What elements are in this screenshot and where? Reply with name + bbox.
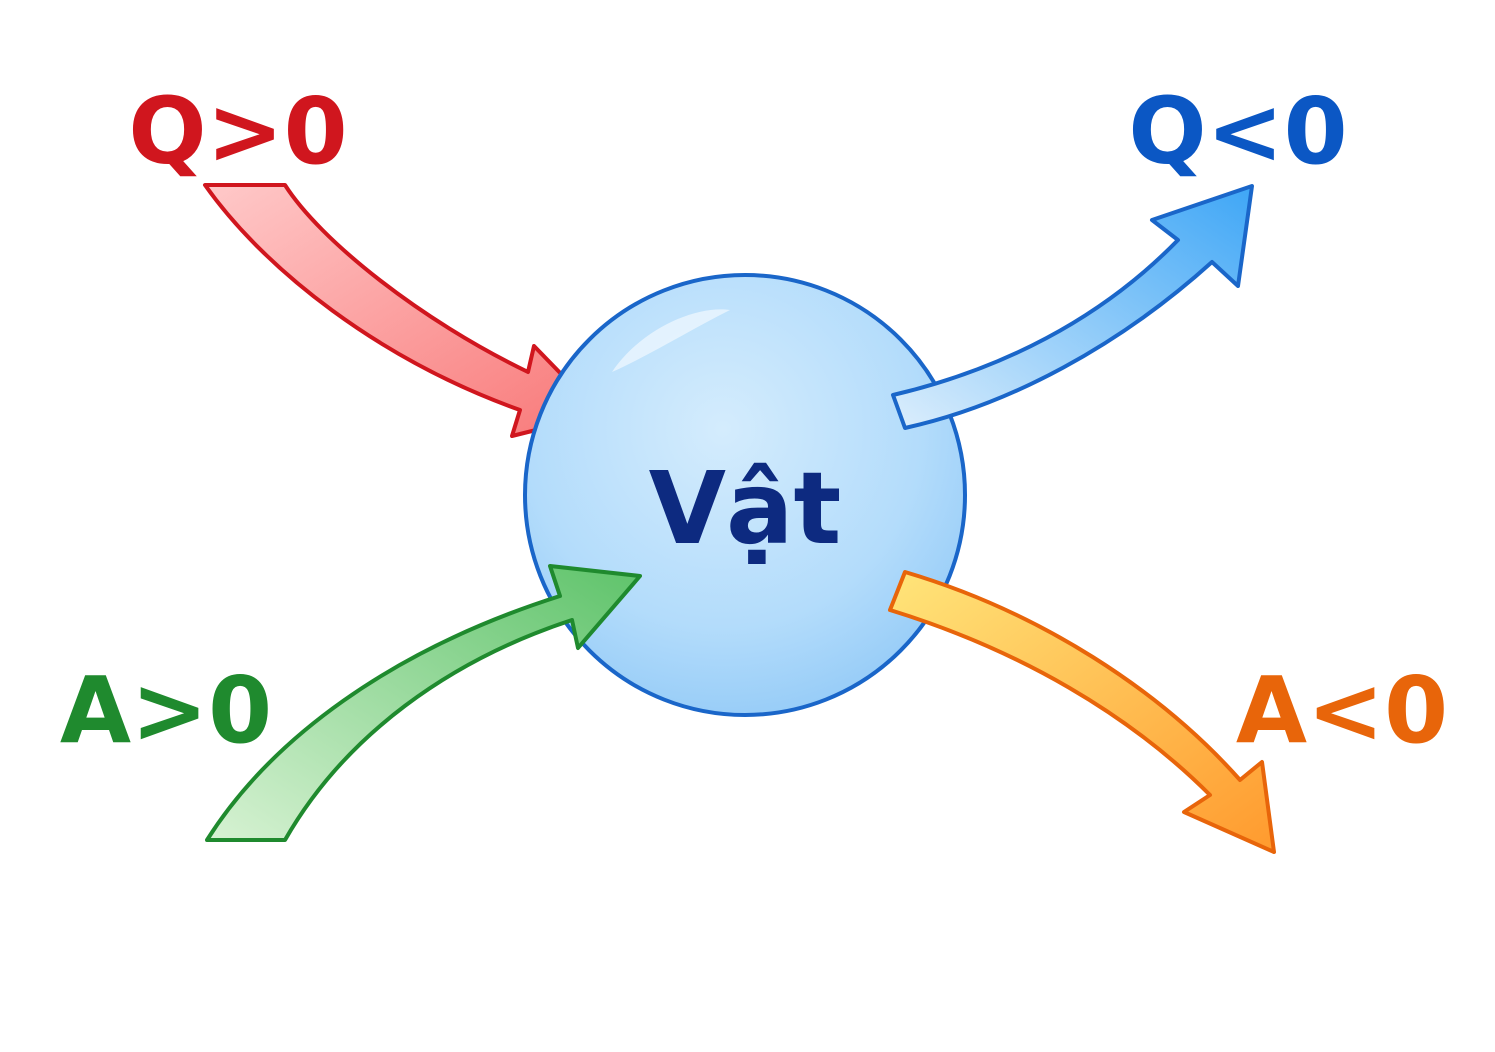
heat-out-arrow: [891, 184, 1254, 430]
body-circle: [523, 273, 967, 717]
body-highlight: [612, 309, 730, 372]
work-in-label: A>0: [60, 657, 272, 764]
work-out-arrow: [888, 570, 1276, 854]
work-out-label: A<0: [1236, 657, 1448, 764]
heat-in-arrow: [203, 183, 602, 438]
work-in-arrow: [205, 564, 642, 842]
heat-in-label: Q>0: [128, 78, 347, 185]
body-label: Vật: [649, 450, 842, 567]
heat-out-label: Q<0: [1128, 78, 1347, 185]
